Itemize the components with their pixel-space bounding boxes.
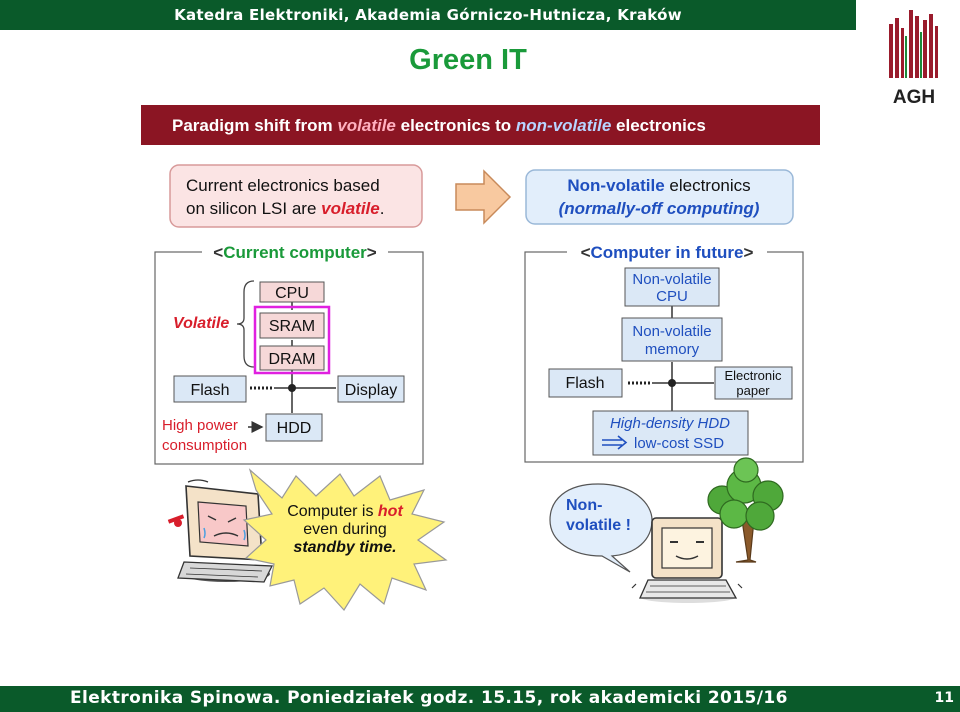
footer-text: Elektronika Spinowa. Poniedziałek godz. … — [70, 688, 788, 708]
banner-middle: electronics to — [396, 116, 516, 135]
banner-word-nonvolatile: non-volatile — [516, 116, 611, 135]
logo-text: AGH — [893, 87, 935, 106]
bus-node-current — [288, 384, 296, 392]
dram-label: DRAM — [268, 351, 315, 368]
paradigm-banner — [141, 105, 820, 145]
current-computer-heading: <Current computer> — [213, 243, 377, 262]
power-label-line2: consumption — [162, 437, 247, 454]
burst-line2: even during — [303, 521, 387, 538]
banner-word-volatile: volatile — [337, 116, 396, 135]
burst-line3: standby time. — [293, 539, 396, 556]
dram-box — [259, 345, 325, 371]
volatile-brace — [236, 280, 255, 368]
page-number: 11 — [934, 690, 954, 706]
banner-suffix: electronics — [611, 116, 706, 135]
nv-memory-box — [621, 317, 723, 362]
burst-line1: Computer is hot — [287, 503, 403, 520]
sram-label: SRAM — [269, 318, 315, 335]
display-label: Display — [345, 382, 397, 399]
diagram: Paradigm shift from volatile electronics… — [141, 105, 820, 611]
footer-bar — [0, 686, 960, 712]
display-box — [337, 375, 405, 403]
slide-title: Green IT — [409, 44, 527, 76]
current-box-line2: on silicon LSI are volatile. — [186, 199, 384, 218]
bus-node-future — [668, 379, 676, 387]
flash-label-future: Flash — [565, 375, 604, 392]
future-electronics-box — [525, 169, 794, 225]
sram-dram-highlight — [253, 305, 331, 375]
storage-arrow-icon — [602, 435, 628, 450]
nv-cpu-line2: CPU — [656, 288, 688, 305]
happy-computer-cartoon-icon — [631, 517, 743, 603]
current-electronics-box — [169, 164, 423, 228]
future-box-line2: (normally-off computing) — [559, 199, 760, 218]
cpu-label: CPU — [275, 285, 309, 302]
banner-text: Paradigm shift from volatile electronics… — [172, 116, 706, 135]
hdd-label-current: HDD — [277, 420, 312, 437]
header-bar — [0, 0, 856, 30]
storage-line1: High-density HDD — [610, 415, 730, 432]
flash-box-current — [173, 375, 247, 403]
flash-label-current: Flash — [190, 382, 229, 399]
speech-line2: volatile ! — [566, 517, 631, 534]
epaper-line1: Electronic — [724, 368, 782, 383]
volatile-label: Volatile — [173, 315, 229, 332]
agh-logo: AGH — [889, 10, 938, 106]
future-box-line1: Non-volatile electronics — [567, 176, 750, 195]
flash-box-future — [548, 368, 623, 398]
nv-memory-line2: memory — [645, 341, 700, 358]
current-box-line1: Current electronics based — [186, 176, 380, 195]
header-text: Katedra Elektroniki, Akademia Górniczo-H… — [174, 6, 682, 24]
storage-line2: low-cost SSD — [634, 435, 724, 452]
transition-arrow-icon — [455, 169, 512, 225]
tree-icon — [707, 457, 784, 563]
sram-box — [259, 312, 325, 339]
nv-cpu-box — [624, 267, 720, 307]
speech-line1: Non- — [566, 497, 602, 514]
power-label-line1: High power — [162, 417, 238, 434]
epaper-box — [714, 366, 793, 400]
burst-hot-word: hot — [378, 503, 404, 520]
logo-bars-icon — [889, 10, 938, 78]
speech-bubble — [549, 483, 653, 573]
hdd-box-current — [265, 413, 323, 442]
nv-memory-line1: Non-volatile — [632, 323, 711, 340]
cpu-box — [259, 281, 325, 303]
banner-prefix: Paradigm shift from — [172, 116, 337, 135]
hot-burst-shape — [242, 468, 448, 611]
epaper-line2: paper — [736, 383, 770, 398]
hot-computer-cartoon-icon — [167, 479, 274, 583]
current-box-volatile: volatile — [321, 199, 380, 218]
future-computer-heading: <Computer in future> — [581, 243, 754, 262]
nv-cpu-line1: Non-volatile — [632, 271, 711, 288]
